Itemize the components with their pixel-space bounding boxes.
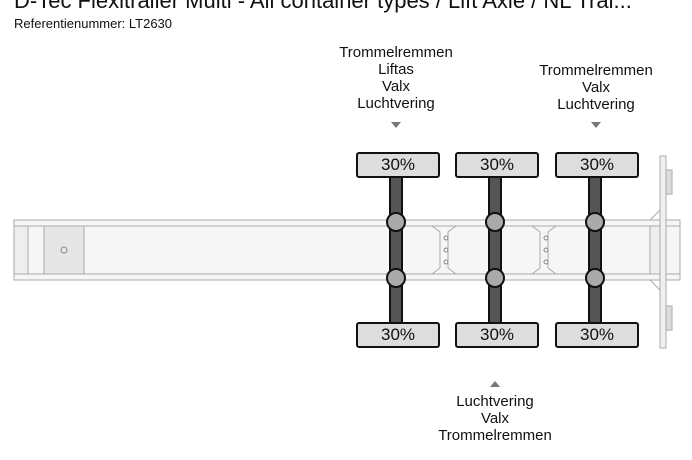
reference-number: Referentienummer: LT2630: [14, 16, 173, 31]
axle-2-arrow-icon: [490, 381, 500, 387]
axle-3-label-brakes: Trommelremmen: [539, 62, 653, 79]
axle-1: [386, 171, 406, 329]
axle-1-label-brand: Valx: [381, 78, 411, 95]
axle-3-label-brand: Valx: [581, 79, 611, 96]
axle-3-top-labels: Trommelremmen Valx Luchtvering: [526, 62, 666, 113]
cross-member-bolt: [443, 235, 449, 241]
axle-1-label-brakes: Trommelremmen: [339, 44, 453, 61]
page-title: D-Tec Flexitrailer Multi - All container…: [14, 0, 632, 13]
axle-2-label-brand: Valx: [480, 410, 510, 427]
axle-3-label-suspension: Luchtvering: [557, 96, 635, 113]
cross-member-bolt: [443, 247, 449, 253]
axle-2-label-brakes: Trommelremmen: [438, 427, 552, 444]
kingpin-plate: [43, 225, 85, 275]
axle-3: [585, 171, 605, 329]
cross-member-bolt: [543, 259, 549, 265]
cross-member-bolt: [543, 235, 549, 241]
rear-light-top: [665, 169, 673, 195]
axle-2: [485, 171, 505, 329]
chassis-frame: [13, 219, 681, 281]
rear-bracket-top: [649, 209, 661, 221]
cross-member-3: [531, 225, 541, 275]
axle-3-top-tire: 30%: [555, 152, 639, 178]
chassis-front-plate: [13, 225, 29, 275]
rear-bracket-bottom: [649, 279, 661, 291]
axle-1-arrow-icon: [391, 122, 401, 128]
axle-3-bottom-tire: 30%: [555, 322, 639, 348]
axle-2-top-tire: 30%: [455, 152, 539, 178]
kingpin: [60, 246, 68, 254]
rear-post: [659, 155, 667, 349]
axle-1-bottom-tire: 30%: [356, 322, 440, 348]
cross-member-bolt: [543, 247, 549, 253]
cross-member-1: [431, 225, 441, 275]
axle-2-bottom-tire: 30%: [455, 322, 539, 348]
axle-1-label-liftaxle: Liftas: [378, 61, 414, 78]
axle-2-label-suspension: Luchtvering: [456, 393, 534, 410]
rear-light-bottom: [665, 305, 673, 331]
axle-1-top-tire: 30%: [356, 152, 440, 178]
cross-member-bolt: [443, 259, 449, 265]
axle-3-arrow-icon: [591, 122, 601, 128]
axle-1-label-suspension: Luchtvering: [357, 95, 435, 112]
axle-2-bottom-labels: Luchtvering Valx Trommelremmen: [425, 393, 565, 444]
axle-1-top-labels: Trommelremmen Liftas Valx Luchtvering: [326, 44, 466, 112]
